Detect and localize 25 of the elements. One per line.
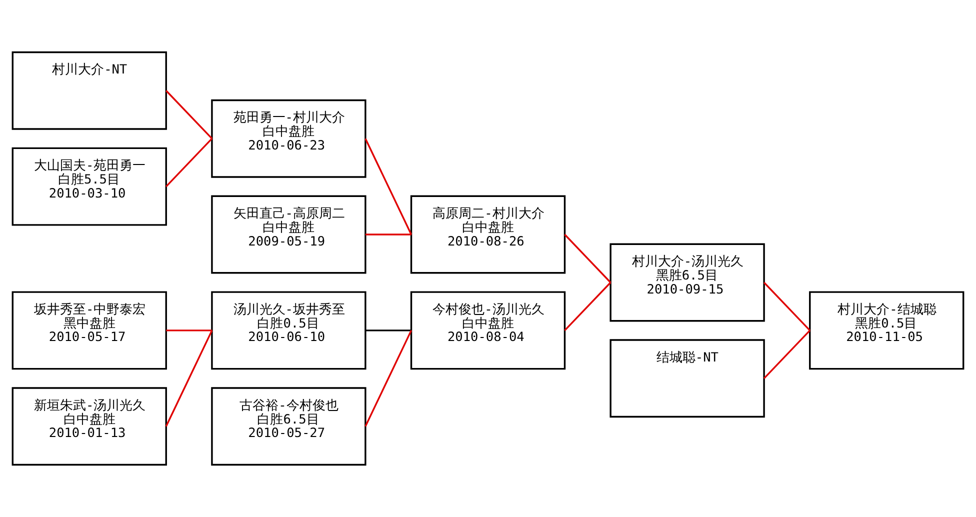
node-box: 高原周二-村川大介 白中盘胜 2010-08-26 [410, 195, 566, 274]
node-box: 新垣朱武-汤川光久 白中盘胜 2010-01-13 [12, 387, 167, 466]
node-box: 村川大介-NT [12, 51, 167, 130]
connector [564, 282, 612, 332]
connector [763, 282, 810, 332]
connector [564, 234, 612, 284]
connector [763, 330, 810, 379]
node-box: 今村俊也-汤川光久 白中盘胜 2010-08-04 [410, 291, 566, 370]
node-box: 坂井秀至-中野泰宏 黑中盘胜 2010-05-17 [12, 291, 167, 370]
node-box: 大山国夫-苑田勇一 白胜5.5目 2010-03-10 [12, 147, 167, 226]
connector [365, 234, 412, 236]
node-box: 苑田勇一-村川大介 白中盘胜 2010-06-23 [211, 99, 366, 178]
connector [166, 330, 212, 332]
connector [365, 330, 412, 332]
connector [364, 330, 412, 427]
node-box: 村川大介-汤川光久 黑胜6.5目 2010-09-15 [610, 243, 765, 322]
node-box: 矢田直己-高原周二 白中盘胜 2009-05-19 [211, 195, 366, 274]
connector [166, 138, 213, 188]
node-box: 汤川光久-坂井秀至 白胜0.5目 2010-06-10 [211, 291, 366, 370]
connector [165, 330, 213, 427]
node-box: 结城聪-NT [610, 339, 765, 418]
connector [166, 90, 213, 140]
node-box: 古谷裕-今村俊也 白胜6.5目 2010-05-27 [211, 387, 366, 466]
connector [364, 138, 412, 235]
node-box: 村川大介-结城聪 黑胜0.5目 2010-11-05 [809, 291, 964, 370]
